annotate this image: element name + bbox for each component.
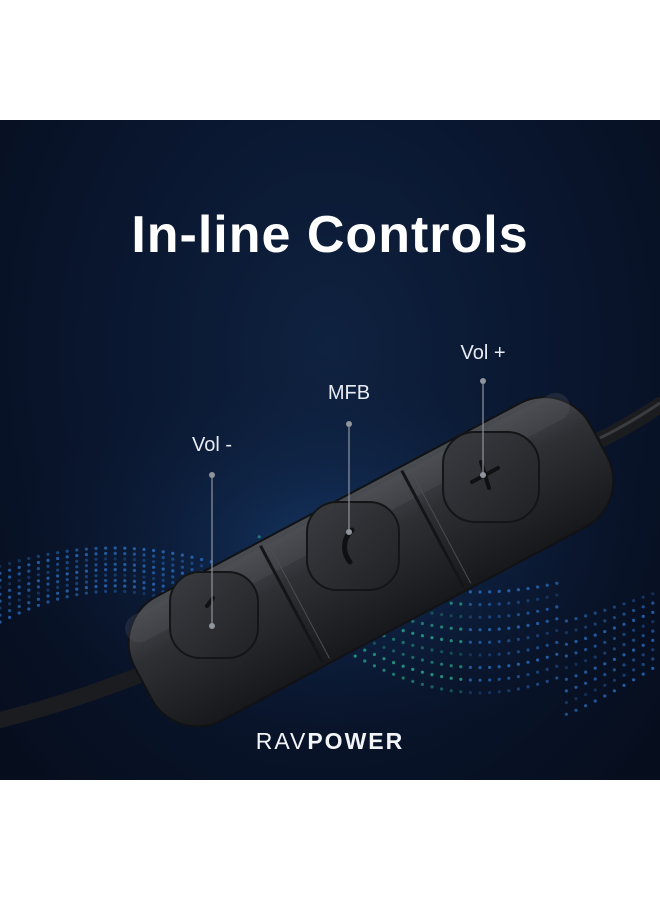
brand-part-2: POWER [307,728,405,754]
right-cable [592,397,660,448]
label-vol-plus: Vol + [460,342,506,364]
headline: In-line Controls [131,206,529,264]
brand-part-1: RAV [255,728,308,754]
brand-logo: RAVPOWER [0,728,660,755]
label-mfb: MFB [327,382,371,404]
vol-minus-button[interactable] [169,571,259,659]
label-vol-minus: Vol - [191,434,233,456]
vol-plus-button[interactable] [442,431,540,523]
product-banner: In-line Controls Vol - MFB Vol + RAVPOWE… [0,120,660,780]
left-cable [0,667,148,728]
mfb-button[interactable] [306,501,400,591]
